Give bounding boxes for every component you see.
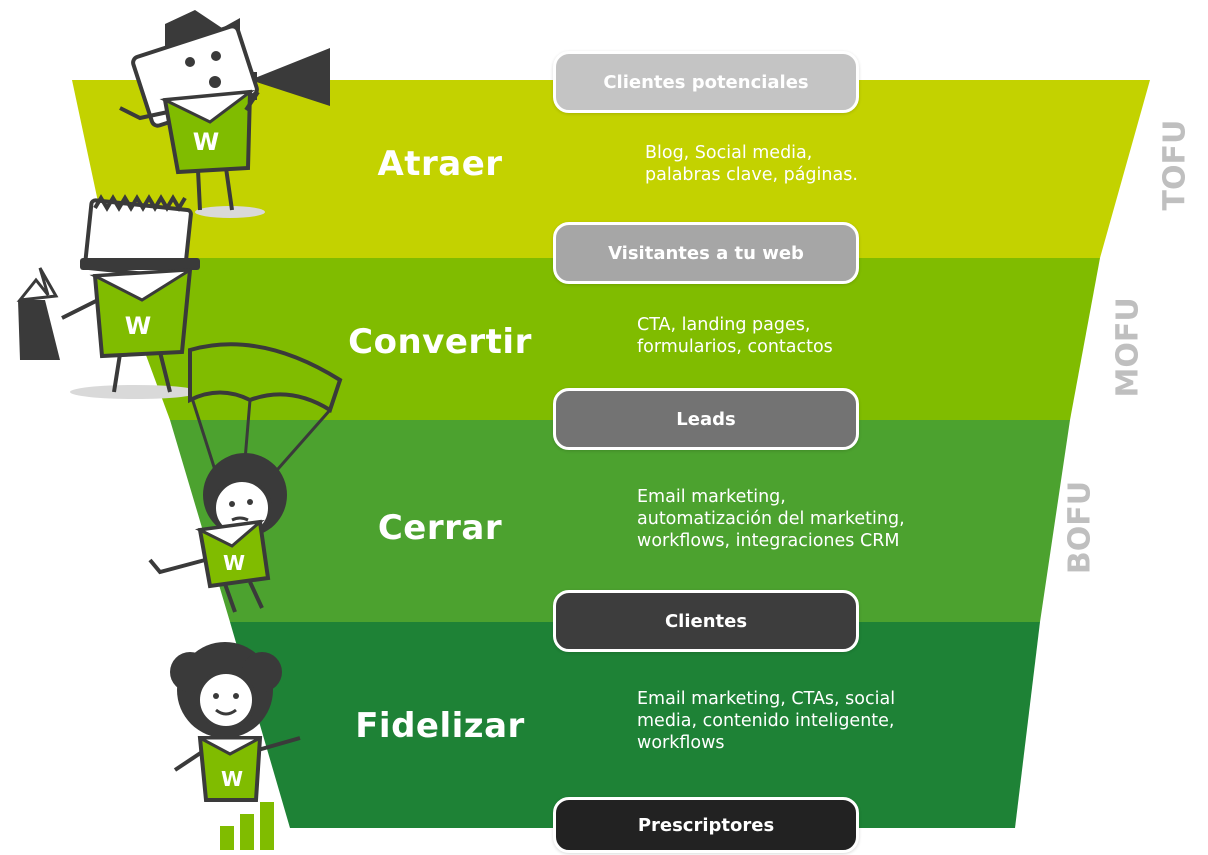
description-line: Blog, Social media,: [645, 143, 813, 163]
side-label-bofu: BOFU: [1062, 480, 1098, 575]
funnel-band-atraer: [72, 80, 1150, 258]
stage-title-fidelizar: Fidelizar: [355, 706, 525, 746]
pill-clientes-potenciales: Clientes potenciales: [553, 51, 859, 113]
pill-prescriptores: Prescriptores: [553, 797, 859, 853]
description-line: automatización del marketing,: [637, 509, 905, 529]
svg-text:W: W: [221, 767, 243, 791]
stage-description-fidelizar: Email marketing, CTAs, social media, con…: [637, 688, 895, 754]
side-label-mofu: MOFU: [1110, 297, 1146, 398]
description-line: media, contenido inteligente,: [637, 711, 895, 731]
side-label-tofu: TOFU: [1157, 119, 1193, 211]
description-line: palabras clave, páginas.: [645, 165, 858, 185]
funnel-band-fidelizar: [230, 622, 1040, 828]
pill-visitantes-a-tu-web: Visitantes a tu web: [553, 222, 859, 284]
description-line: formularios, contactos: [637, 337, 833, 357]
stage-title-convertir: Convertir: [348, 322, 532, 362]
growth-chart-character-icon: W: [170, 642, 301, 850]
description-line: workflows, integraciones CRM: [637, 531, 900, 551]
description-line: Email marketing,: [637, 487, 786, 507]
svg-text:W: W: [223, 551, 245, 575]
stage-description-atraer: Blog, Social media, palabras clave, pági…: [645, 142, 858, 186]
parachute-character-icon: W: [148, 342, 343, 613]
stage-description-convertir: CTA, landing pages, formularios, contact…: [637, 314, 833, 358]
description-line: workflows: [637, 733, 725, 753]
funnel-band-convertir: [110, 258, 1100, 420]
magician-hat-character-icon: W: [16, 194, 200, 399]
stage-title-atraer: Atraer: [377, 144, 503, 184]
stage-description-cerrar: Email marketing, automatización del mark…: [637, 486, 905, 552]
svg-text:W: W: [125, 312, 151, 340]
funnel-band-cerrar: [170, 420, 1070, 622]
description-line: CTA, landing pages,: [637, 315, 811, 335]
megaphone-character-icon: W: [119, 10, 330, 218]
pill-leads: Leads: [553, 388, 859, 450]
pill-clientes: Clientes: [553, 590, 859, 652]
stage-title-cerrar: Cerrar: [377, 508, 503, 548]
svg-text:W: W: [193, 128, 219, 156]
description-line: Email marketing, CTAs, social: [637, 689, 896, 709]
